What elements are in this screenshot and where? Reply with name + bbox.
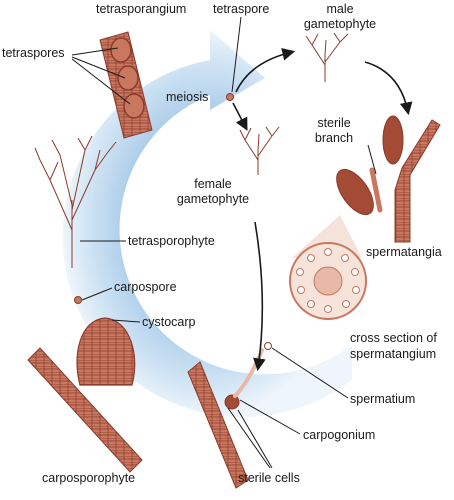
carpogonium-base [224,394,240,410]
label-tetrasporophyte: tetrasporophyte [128,234,215,248]
label-sterile-branch-line2: branch [315,131,353,145]
label-sterile-branch-line1: sterile [317,116,350,130]
spermatangium-top [382,115,404,165]
label-cystocarp: cystocarp [142,315,196,329]
label-tetraspores: tetraspores [2,46,65,60]
cross-section-cells [296,248,360,313]
label-cross-section-line1: cross section of [350,331,437,345]
spermatangia-branch [336,115,441,243]
label-sterile-cells: sterile cells [238,471,300,485]
carposporophyte [27,317,143,473]
leader-lines [71,16,377,469]
arrow-male-to-spermatangia [364,61,413,116]
cystocarp-body [76,317,136,386]
label-carpospore: carpospore [114,280,177,294]
label-carpogonium: carpogonium [303,428,375,442]
label-tetrasporangium: tetrasporangium [96,2,186,16]
label-female-gametophyte-line1: female [194,177,232,191]
spermatangium-bottom [336,168,374,216]
label-carposporophyte: carposporophyte [42,471,135,485]
carpospore-dot [74,296,82,304]
arrow-female-to-carpogonium [253,221,266,372]
tetraspore-dot [226,93,234,101]
label-spermatium: spermatium [350,392,415,406]
spermatium-dot [264,342,272,350]
sterile-branch-filament [369,167,383,213]
tetraspore-cell-3 [123,93,145,119]
arrow-to-female [232,102,248,131]
tetrasporophyte-plant [34,135,117,268]
label-female-gametophyte-line2: gametophyte [177,192,249,206]
arrow-to-male [235,48,296,93]
label-meiosis: meiosis [166,90,208,104]
label-tetraspore: tetraspore [213,2,269,16]
tetraspore-cell-1 [110,37,132,63]
tetraspore-cell-2 [117,65,139,91]
label-male-gametophyte-line2: gametophyte [304,17,376,31]
label-cross-section-line2: spermatangium [350,347,436,361]
cycle-arrows [232,48,413,372]
label-spermatangia: spermatangia [366,245,442,259]
female-gametophyte-plant [239,126,280,175]
tetrasporangium-filament [99,31,153,139]
male-gametophyte-plant [305,32,349,82]
label-male-gametophyte-line1: male [326,2,353,16]
